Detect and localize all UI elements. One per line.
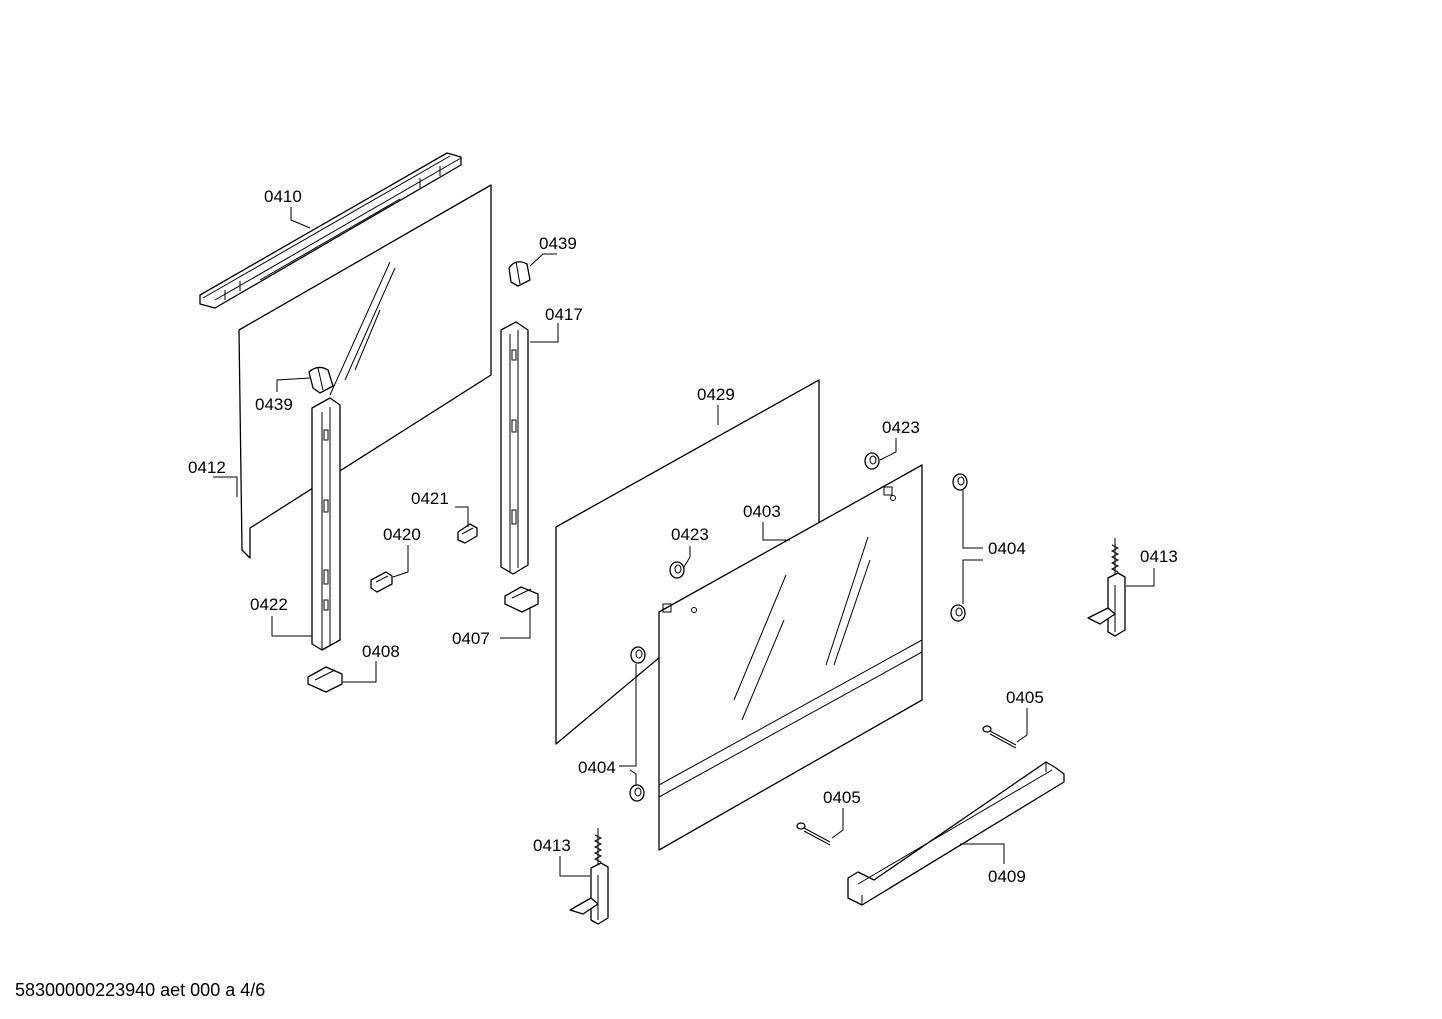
small-clip-part-0420 <box>370 571 393 593</box>
buffer-part-left-bottom <box>629 784 645 802</box>
door-handle-part <box>847 761 1065 906</box>
callout-0410: 0410 <box>264 187 302 206</box>
callout-0423-mid: 0423 <box>671 525 709 544</box>
clip-part-left <box>308 366 334 394</box>
callout-0420: 0420 <box>383 525 421 544</box>
hinge-bracket-part-left <box>307 666 343 693</box>
callout-0417: 0417 <box>545 305 583 324</box>
callout-0407: 0407 <box>452 629 490 648</box>
hinge-bracket-part-right <box>504 586 539 613</box>
buffer-part-left-top <box>630 646 646 664</box>
top-trim-strip-part <box>199 152 462 309</box>
spacer-part-mid <box>669 561 685 579</box>
callout-0429: 0429 <box>697 385 735 404</box>
clip-part-top <box>508 261 531 287</box>
callout-0409: 0409 <box>988 867 1026 886</box>
buffer-part-right-bottom <box>950 604 966 622</box>
callout-0404-right: 0404 <box>988 539 1026 558</box>
callout-0405-right: 0405 <box>1006 688 1044 707</box>
left-door-rail-part <box>311 397 341 651</box>
callout-0413-left: 0413 <box>533 836 571 855</box>
document-code-footer: 58300000223940 aet 000 a 4/6 <box>15 980 266 1000</box>
callout-0421: 0421 <box>411 489 449 508</box>
callout-0404-left: 0404 <box>578 758 616 777</box>
outer-door-glass-part <box>658 464 923 851</box>
callout-0403: 0403 <box>743 502 781 521</box>
screw-part-mid <box>796 822 831 846</box>
callout-0408: 0408 <box>362 642 400 661</box>
leader-lines <box>213 207 1155 877</box>
inner-glass-pane-part <box>238 184 492 559</box>
hinge-part-left <box>569 828 609 925</box>
right-door-rail-part <box>500 321 529 575</box>
callout-0412: 0412 <box>188 458 226 477</box>
callout-0413-right: 0413 <box>1140 547 1178 566</box>
screw-part-right <box>982 725 1017 749</box>
callout-0422: 0422 <box>250 595 288 614</box>
callout-0439-top: 0439 <box>539 234 577 253</box>
callout-0439-left: 0439 <box>255 395 293 414</box>
buffer-part-right-top <box>952 473 968 491</box>
callout-0405-mid: 0405 <box>823 788 861 807</box>
hinge-part-right <box>1087 538 1126 637</box>
callout-0423-top: 0423 <box>882 418 920 437</box>
spacer-part-top <box>864 452 880 470</box>
small-clip-part-0421 <box>457 523 478 544</box>
callout-labels: 0410 0439 0417 0439 0412 0421 0420 0422 … <box>188 187 1178 886</box>
